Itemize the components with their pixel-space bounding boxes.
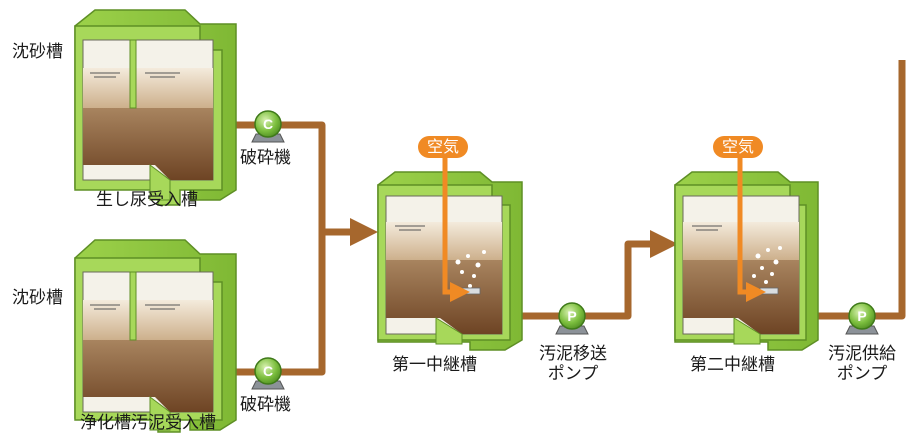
air-line-1: [442, 158, 470, 302]
label-supply-pump: 汚泥供給 ポンプ: [820, 344, 904, 384]
tank-relay-1: [377, 171, 523, 351]
crusher-pump-1: C: [251, 110, 285, 143]
label-supply-pump-line1: 汚泥供給: [828, 344, 896, 364]
crusher-icon-letter: C: [263, 363, 273, 379]
label-septic-receiving-tank: 浄化槽汚泥受入槽: [80, 413, 216, 433]
air-badge-1: 空気: [418, 136, 469, 158]
label-transfer-pump-line2: ポンプ: [547, 364, 599, 384]
label-crusher-2: 破砕機: [240, 395, 291, 415]
crusher-pump-2: C: [251, 357, 285, 390]
air-line-2: [737, 158, 766, 302]
label-sand-tank-1: 沈砂槽: [12, 42, 63, 62]
air-bubbles: [455, 250, 486, 288]
label-relay-tank-2: 第二中継槽: [690, 355, 775, 375]
air-bubbles-2: [752, 246, 782, 284]
pump-icon-letter: P: [567, 308, 576, 324]
label-transfer-pump: 汚泥移送 ポンプ: [530, 344, 616, 384]
air-badge-2: 空気: [713, 136, 764, 158]
label-relay-tank-1: 第一中継槽: [392, 355, 477, 375]
transfer-pump: P: [555, 302, 589, 335]
tank-relay-2: [674, 171, 819, 351]
tank-septic-receiving: [74, 239, 237, 433]
pipe-relay2-out: [816, 60, 906, 320]
label-sand-tank-2: 沈砂槽: [12, 288, 63, 308]
label-raw-receiving-tank: 生し尿受入槽: [96, 190, 198, 210]
pipe-septic-to-junction: [226, 232, 326, 376]
crusher-icon-letter: C: [263, 116, 273, 132]
label-transfer-pump-line1: 汚泥移送: [539, 344, 607, 364]
label-crusher-1: 破砕機: [240, 148, 291, 168]
pipe-relay1-to-relay2: [520, 230, 678, 320]
label-supply-pump-line2: ポンプ: [836, 364, 888, 384]
supply-pump: P: [845, 302, 879, 335]
tank-raw-receiving: [74, 9, 237, 206]
pump-icon-letter: P: [857, 308, 866, 324]
